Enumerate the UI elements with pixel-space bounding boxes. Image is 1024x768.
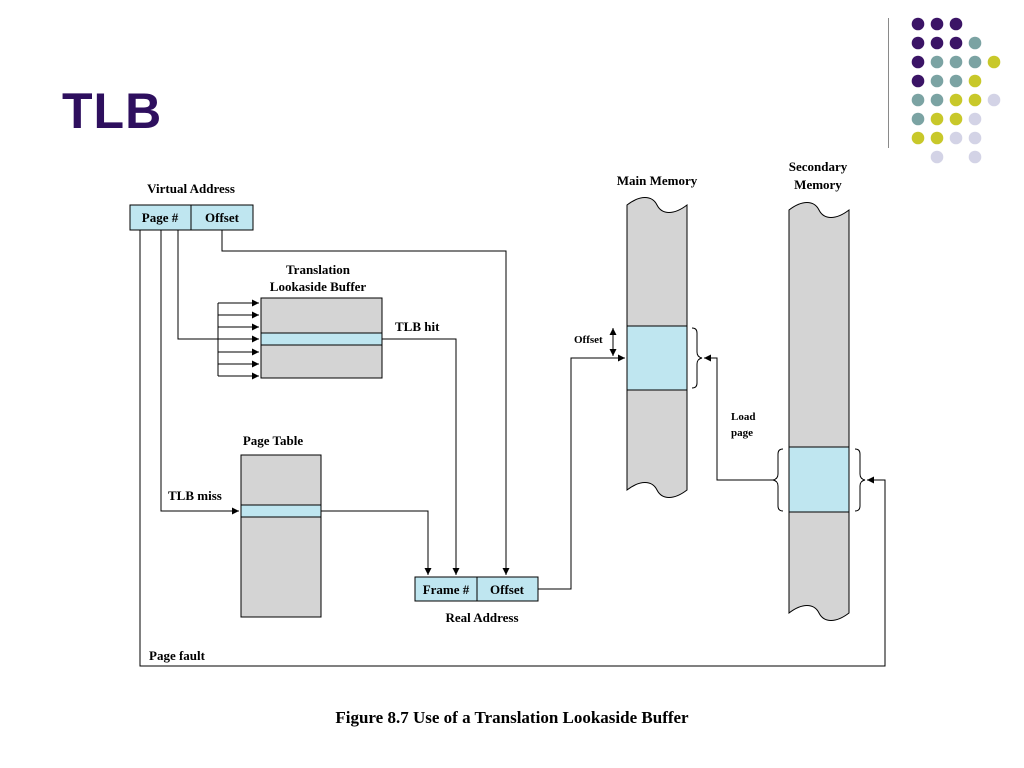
tlb-miss-arrow — [160, 230, 239, 515]
secondary-memory-column — [772, 202, 866, 621]
page-fault-arrow — [139, 230, 886, 667]
real-address-register: Frame # Offset — [414, 576, 539, 602]
tlb-parallel-lookup-arrows — [217, 299, 259, 380]
tlb-title-line2: Lookaside Buffer — [270, 279, 367, 294]
divider-line — [888, 18, 889, 148]
decor-dot — [911, 36, 925, 50]
decor-dot — [949, 74, 963, 88]
load-page-arrow — [704, 354, 773, 481]
slide-title: TLB — [62, 83, 163, 139]
decor-dot — [930, 112, 944, 126]
decorative-dot-grid — [911, 17, 1001, 164]
tlb-hit-entry — [260, 332, 383, 346]
decor-dot — [911, 17, 925, 31]
decor-dot — [911, 74, 925, 88]
decor-dot — [987, 93, 1001, 107]
decor-dot — [987, 55, 1001, 69]
decor-dot — [968, 55, 982, 69]
page-number-to-tlb-arrow — [177, 230, 259, 343]
decor-dot — [949, 36, 963, 50]
decor-dot — [930, 36, 944, 50]
decor-dot — [968, 36, 982, 50]
secondary-memory-line2: Memory — [794, 177, 842, 192]
decor-dot — [911, 55, 925, 69]
offset-to-real-address-arrow — [221, 230, 510, 575]
page-number-label: Page # — [142, 210, 179, 225]
decor-dot — [949, 17, 963, 31]
decor-dot — [930, 17, 944, 31]
decor-dot — [949, 112, 963, 126]
real-address-to-main-memory-arrow — [538, 354, 625, 590]
page-number-field — [129, 204, 192, 231]
tlb-miss-label: TLB miss — [168, 488, 222, 503]
decor-dot — [930, 93, 944, 107]
decor-dot — [968, 74, 982, 88]
decor-dot — [968, 112, 982, 126]
page-table-label: Page Table — [243, 433, 304, 448]
figure-caption: Figure 8.7 Use of a Translation Lookasid… — [335, 708, 689, 727]
page-fault-label: Page fault — [149, 648, 206, 663]
decor-dot — [930, 131, 944, 145]
real-offset-label: Offset — [490, 582, 525, 597]
decor-dot — [911, 112, 925, 126]
page-table-box — [240, 454, 322, 618]
real-address-label: Real Address — [445, 610, 518, 625]
tlb-box — [260, 297, 383, 379]
main-memory-frame — [626, 325, 688, 391]
load-page-line2: page — [731, 427, 753, 439]
decor-dot — [949, 93, 963, 107]
secondary-memory-line1: Secondary — [789, 159, 848, 174]
decor-dot — [930, 150, 944, 164]
decor-dot — [968, 93, 982, 107]
tlb-hit-arrow — [382, 338, 460, 575]
load-page-line1: Load — [731, 411, 755, 423]
main-memory-column — [626, 197, 703, 498]
memory-offset-label: Offset — [574, 334, 603, 346]
tlb-hit-label: TLB hit — [395, 319, 440, 334]
secondary-page-brace-right — [854, 448, 866, 512]
offset-field — [190, 204, 254, 231]
virtual-address-register: Page # Offset — [129, 204, 254, 231]
main-memory-label: Main Memory — [617, 173, 698, 188]
virtual-address-label: Virtual Address — [147, 181, 235, 196]
decor-dot — [930, 55, 944, 69]
decor-dot — [949, 131, 963, 145]
decor-dot — [949, 55, 963, 69]
frame-number-label: Frame # — [423, 582, 470, 597]
secondary-memory-page — [788, 446, 850, 513]
page-table-to-frame-arrow — [321, 510, 432, 575]
decor-dot — [911, 93, 925, 107]
tlb-diagram: Virtual Address Page # Offset Translatio… — [129, 159, 886, 667]
real-offset-field — [476, 576, 539, 602]
secondary-page-brace-left — [772, 448, 784, 512]
decor-dot — [930, 74, 944, 88]
decor-dot — [911, 131, 925, 145]
frame-number-field — [414, 576, 478, 602]
tlb-title-line1: Translation — [286, 262, 351, 277]
offset-label: Offset — [205, 210, 240, 225]
page-table-entry — [240, 504, 322, 518]
decor-dot — [968, 150, 982, 164]
decor-dot — [968, 131, 982, 145]
main-memory-frame-brace — [691, 327, 703, 389]
